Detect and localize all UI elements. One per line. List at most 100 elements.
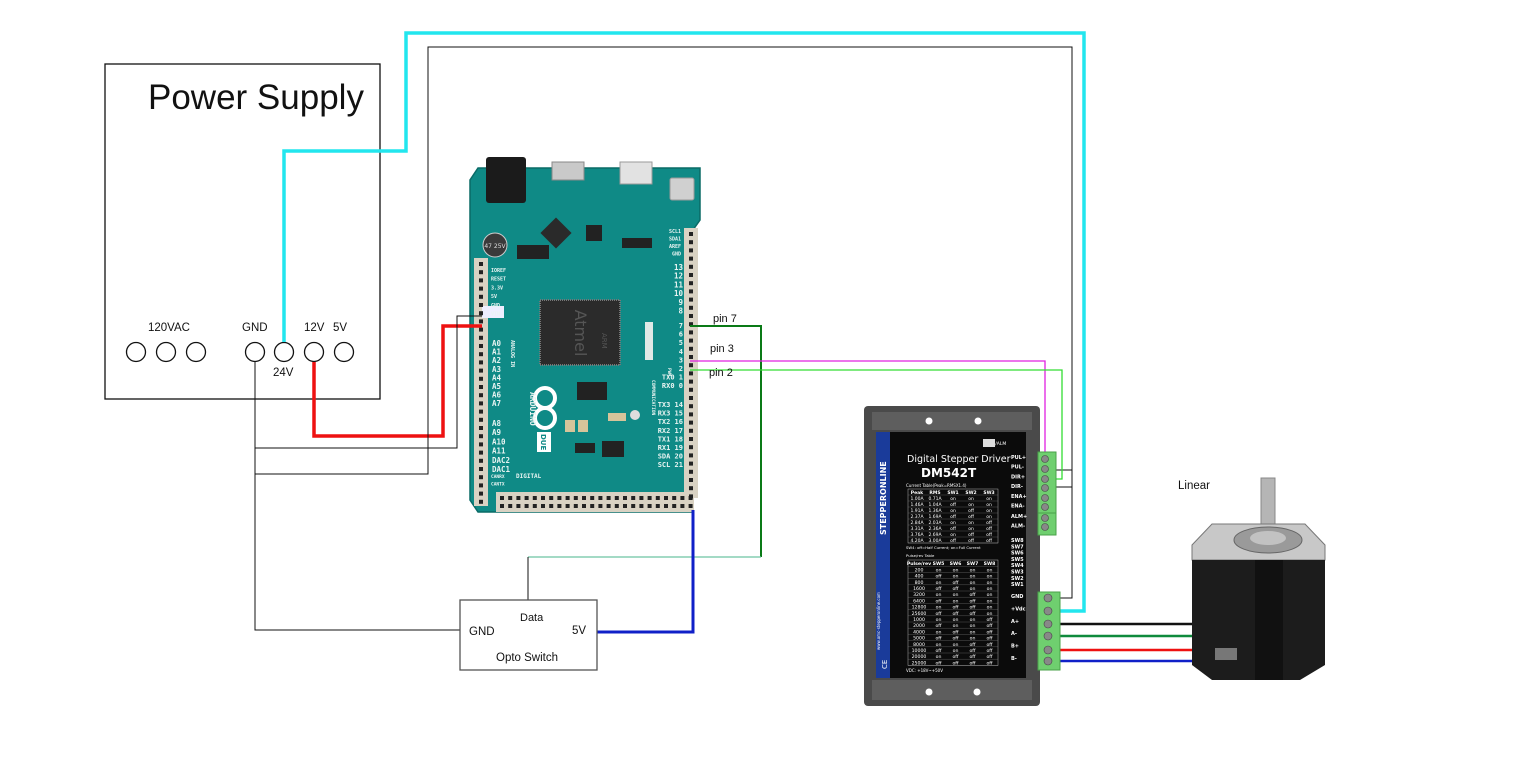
terminal-screw[interactable] (1043, 593, 1053, 603)
ac-terminal-3[interactable] (185, 341, 207, 363)
pin-label: 9 (678, 298, 683, 307)
arduino-due-board: 47 25V Atmel ARM ARDUINO DUE (469, 157, 701, 513)
smd-part (578, 420, 588, 432)
wire-12v[interactable] (312, 324, 482, 438)
pin-label: SDA 20 (658, 453, 683, 461)
header-pin (688, 496, 693, 500)
wire-gnd-driver[interactable] (255, 46, 1073, 599)
driver-model: DM542T (921, 466, 977, 480)
terminal-screw[interactable] (1041, 494, 1049, 502)
header-pin (479, 360, 483, 365)
terminal-label: A- (1011, 631, 1017, 637)
header-pin (689, 314, 693, 318)
table-cell: on (968, 503, 974, 508)
header-pin (479, 352, 483, 357)
table-cell: on (987, 575, 993, 580)
terminal-screw[interactable] (1043, 645, 1053, 655)
12v-terminal-label: 12V (304, 322, 325, 334)
wire-pin3[interactable] (690, 360, 1046, 460)
table-cell: 1.36A (928, 508, 942, 514)
table-cell: on (953, 643, 959, 648)
wire-24v[interactable] (282, 31, 1086, 613)
header-pin (479, 475, 483, 480)
table-cell: 1.91A (910, 508, 924, 514)
terminal-screw[interactable] (1041, 523, 1049, 531)
wire-5v[interactable] (597, 510, 695, 634)
pin-label: 4 (679, 348, 683, 356)
power-terminal-block (1037, 591, 1061, 671)
table-cell: 200 (915, 567, 924, 573)
terminal-screw[interactable] (1043, 606, 1053, 616)
header-pin (479, 335, 483, 340)
terminal-screw[interactable] (1041, 455, 1049, 463)
table-cell: on (987, 587, 993, 592)
table-cell: on (970, 568, 976, 573)
table-cell: on (987, 581, 993, 586)
table-cell: on (987, 568, 993, 573)
terminal-screw[interactable] (1043, 631, 1053, 641)
table-cell: off (968, 514, 975, 520)
mount-hole (973, 688, 981, 696)
wire-gnd-trunk[interactable] (254, 362, 460, 631)
table-cell: on (970, 587, 976, 592)
jumper-header (517, 245, 549, 259)
header-pin (598, 504, 603, 508)
header-pin (500, 496, 504, 500)
reset-button[interactable] (669, 177, 695, 201)
header-pin (689, 289, 693, 294)
table-cell: 1.46A (910, 502, 924, 508)
5v-terminal[interactable] (333, 341, 355, 363)
header-pin (614, 504, 619, 508)
terminal-screw[interactable] (1041, 484, 1049, 492)
header-pin (689, 420, 693, 425)
driver-website: www.omc-stepperonline.com (876, 592, 881, 650)
table-cell: on (950, 497, 956, 502)
wire-pin7[interactable] (690, 325, 762, 557)
terminal-screw[interactable] (1041, 514, 1049, 522)
table-cell: 2.84A (910, 520, 924, 526)
table-cell: off (968, 538, 975, 544)
24v-terminal[interactable] (273, 341, 295, 363)
table-cell: off (969, 654, 976, 660)
terminal-label: GND (1011, 594, 1023, 600)
status-leds (983, 439, 995, 447)
terminal-screw[interactable] (1041, 503, 1049, 511)
header-pin (479, 368, 483, 373)
wire-gnd-arduino[interactable] (255, 315, 482, 449)
table-cell: on (986, 497, 992, 502)
12v-terminal[interactable] (303, 341, 325, 363)
ac-terminal-1[interactable] (125, 341, 147, 363)
chip-brand: Atmel (571, 310, 590, 357)
terminal-label: SW5 (1011, 557, 1024, 563)
header-pin (524, 504, 529, 508)
pin-label: DAC2 (492, 456, 510, 465)
header-pin (541, 496, 545, 500)
table-cell: off (969, 611, 976, 617)
header-pin (573, 496, 578, 500)
table-cell: 10000 (912, 648, 927, 654)
table-cell: off (986, 623, 993, 629)
table-cell: 6400 (913, 598, 925, 604)
table-cell: 12800 (912, 605, 927, 611)
table-cell: 1.69A (928, 514, 942, 520)
pin-label: A0 (492, 339, 502, 348)
terminal-label: SW4 (1011, 563, 1024, 569)
arduino-logo (533, 386, 557, 430)
header-pin (479, 385, 483, 389)
24v-terminal-label: 24V (273, 367, 294, 379)
terminal-screw[interactable] (1043, 619, 1053, 629)
table-cell: off (952, 629, 959, 635)
terminal-screw[interactable] (1041, 475, 1049, 483)
table-cell: off (969, 642, 976, 648)
gnd-terminal[interactable] (244, 341, 266, 363)
pin-label: A2 (492, 356, 501, 365)
table-cell: on (936, 581, 942, 586)
terminal-screw[interactable] (1041, 465, 1049, 473)
ac-terminal-2[interactable] (155, 341, 177, 363)
header-pin (541, 504, 545, 508)
terminal-screw[interactable] (1043, 656, 1053, 666)
pin-label: TX2 16 (658, 418, 683, 426)
